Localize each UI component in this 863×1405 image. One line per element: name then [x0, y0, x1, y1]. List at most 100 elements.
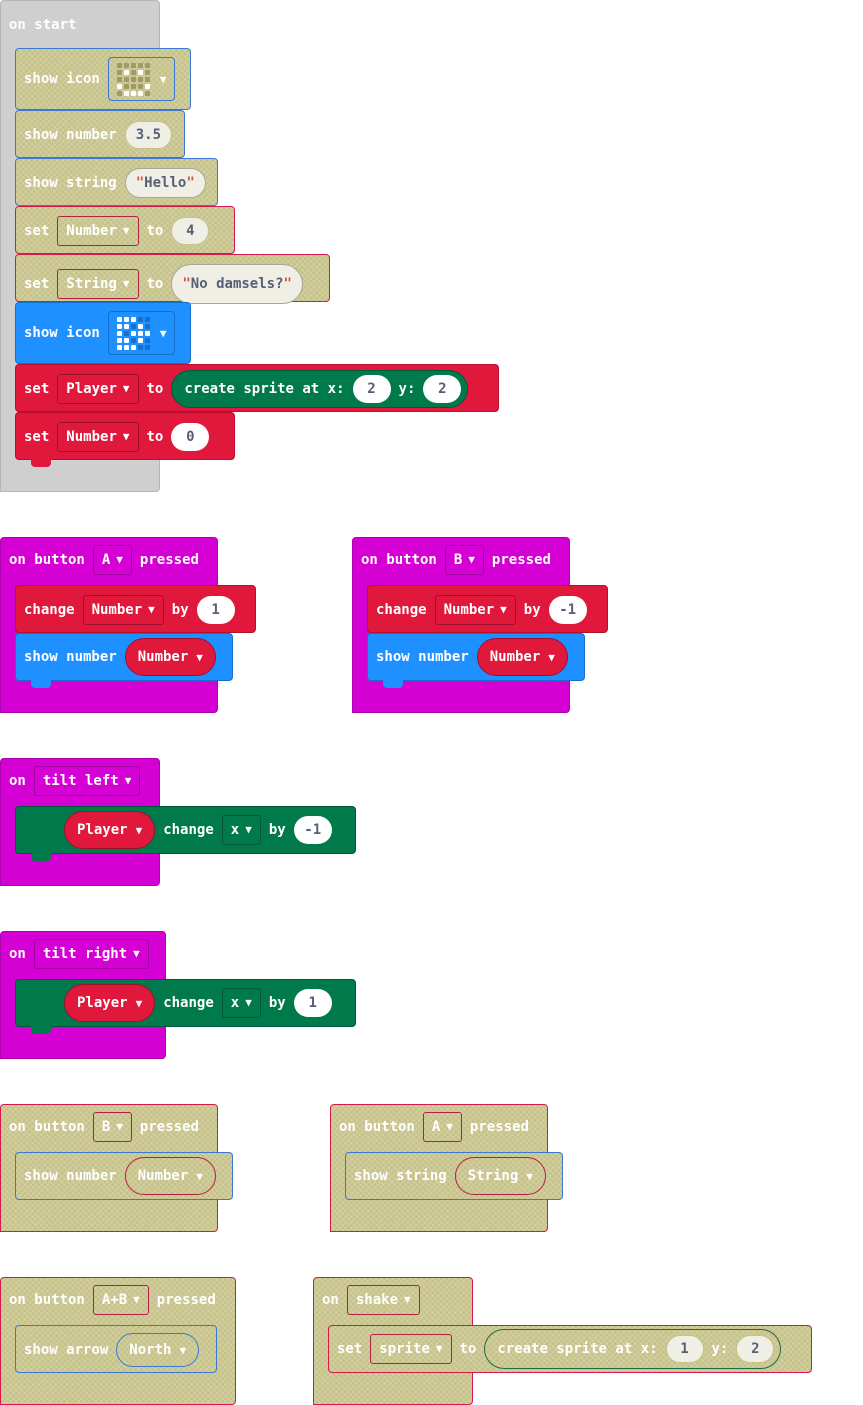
led-cell: [144, 337, 150, 343]
variable-reporter[interactable]: String▼: [454, 1157, 546, 1195]
on-label: on: [9, 773, 26, 789]
variable-reporter[interactable]: Player▼: [64, 984, 156, 1022]
change-label: change: [24, 602, 75, 618]
number-input[interactable]: -1: [548, 596, 587, 624]
string-input[interactable]: "No damsels?": [171, 264, 303, 304]
on-start-label: on start: [9, 17, 77, 33]
to-label: to: [146, 223, 164, 239]
change-number-block[interactable]: change Number▼ by 1: [15, 585, 256, 633]
pressed-label: pressed: [156, 1292, 216, 1308]
led-grid-icon: [116, 62, 150, 96]
create-sprite-reporter[interactable]: create sprite at x: 2 y: 2: [171, 370, 469, 408]
led-cell: [137, 83, 143, 89]
chevron-down-icon: ▼: [135, 823, 143, 837]
led-cell: [123, 344, 129, 350]
on-button-label: on button: [9, 1292, 85, 1308]
x-input[interactable]: 2: [352, 375, 391, 403]
property-dropdown[interactable]: x▼: [221, 988, 261, 1018]
show-string-block[interactable]: show string "Hello": [15, 158, 218, 206]
variable-dropdown[interactable]: Number▼: [57, 422, 139, 452]
block-connector: [31, 459, 51, 467]
led-cell: [144, 330, 150, 336]
set-string-block[interactable]: set String▼ to "No damsels?": [15, 254, 330, 304]
led-cell: [137, 90, 143, 96]
show-number-block[interactable]: show number Number▼: [15, 1152, 233, 1200]
number-input[interactable]: 1: [293, 989, 332, 1017]
show-number-label: show number: [24, 1168, 117, 1184]
icon-picker[interactable]: ▼: [107, 57, 176, 101]
chevron-down-icon: ▼: [135, 996, 143, 1010]
led-cell: [137, 76, 143, 82]
show-arrow-block[interactable]: show arrow North▼: [15, 1325, 217, 1373]
led-cell: [144, 344, 150, 350]
gesture-dropdown[interactable]: tilt right▼: [33, 939, 149, 969]
variable-dropdown[interactable]: Number▼: [434, 595, 516, 625]
led-cell: [116, 337, 122, 343]
variable-reporter[interactable]: Number▼: [124, 1157, 216, 1195]
chevron-down-icon: ▼: [548, 650, 555, 664]
number-input[interactable]: 0: [171, 423, 210, 451]
set-sprite-block[interactable]: set sprite▼ to create sprite at x: 1 y: …: [328, 1325, 812, 1373]
change-number-block[interactable]: change Number▼ by -1: [367, 585, 608, 633]
chevron-down-icon: ▼: [468, 553, 475, 566]
show-number-block[interactable]: show number Number▼: [367, 633, 585, 681]
show-string-label: show string: [354, 1168, 447, 1184]
variable-dropdown[interactable]: String▼: [57, 269, 139, 299]
x-input[interactable]: 1: [665, 1335, 704, 1363]
show-number-block[interactable]: show number Number▼: [15, 633, 233, 681]
by-label: by: [268, 822, 286, 838]
chevron-down-icon: ▼: [196, 650, 203, 664]
show-number-block[interactable]: show number 3.5: [15, 110, 185, 158]
change-sprite-block[interactable]: Player▼ change x▼ by -1: [15, 806, 356, 854]
on-button-label: on button: [339, 1119, 415, 1135]
number-input[interactable]: 3.5: [124, 121, 173, 149]
y-input[interactable]: 2: [423, 375, 462, 403]
variable-reporter[interactable]: Number▼: [476, 638, 568, 676]
led-cell: [144, 316, 150, 322]
direction-dropdown[interactable]: North▼: [116, 1333, 200, 1367]
create-sprite-reporter[interactable]: create sprite at x: 1 y: 2: [484, 1329, 782, 1369]
variable-dropdown[interactable]: sprite▼: [370, 1334, 452, 1364]
chevron-down-icon: ▼: [159, 326, 167, 340]
button-dropdown[interactable]: B▼: [92, 1112, 132, 1142]
show-icon-label: show icon: [24, 325, 100, 341]
led-cell: [137, 337, 143, 343]
variable-dropdown[interactable]: Number▼: [82, 595, 164, 625]
button-dropdown[interactable]: B▼: [444, 545, 484, 575]
change-sprite-block[interactable]: Player▼ change x▼ by 1: [15, 979, 356, 1027]
button-dropdown[interactable]: A▼: [422, 1112, 462, 1142]
chevron-down-icon: ▼: [116, 553, 123, 566]
led-cell: [116, 62, 122, 68]
show-string-block[interactable]: show string String▼: [345, 1152, 563, 1200]
icon-picker[interactable]: ▼: [107, 311, 176, 355]
to-label: to: [146, 429, 164, 445]
number-input[interactable]: 4: [171, 217, 210, 245]
variable-reporter[interactable]: Player▼: [64, 811, 156, 849]
led-cell: [130, 330, 136, 336]
show-icon-block[interactable]: show icon ▼: [15, 302, 191, 364]
variable-reporter[interactable]: Number▼: [124, 638, 216, 676]
button-dropdown[interactable]: A+B▼: [92, 1285, 149, 1315]
gesture-dropdown[interactable]: tilt left▼: [33, 766, 141, 796]
y-input[interactable]: 2: [736, 1335, 775, 1363]
led-cell: [130, 90, 136, 96]
show-icon-block[interactable]: show icon ▼: [15, 48, 191, 110]
variable-dropdown[interactable]: Player▼: [57, 374, 139, 404]
chevron-down-icon: ▼: [404, 1293, 411, 1306]
set-number-block[interactable]: set Number▼ to 4: [15, 206, 235, 254]
chevron-down-icon: ▼: [196, 1169, 203, 1183]
gesture-dropdown[interactable]: shake▼: [346, 1285, 420, 1315]
led-cell: [116, 90, 122, 96]
led-cell: [116, 316, 122, 322]
variable-dropdown[interactable]: Number▼: [57, 216, 139, 246]
led-cell: [116, 323, 122, 329]
string-input[interactable]: "Hello": [124, 168, 206, 198]
set-player-block[interactable]: set Player▼ to create sprite at x: 2 y: …: [15, 364, 499, 412]
change-label: change: [163, 995, 214, 1011]
button-dropdown[interactable]: A▼: [92, 545, 132, 575]
number-input[interactable]: 1: [196, 596, 235, 624]
property-dropdown[interactable]: x▼: [221, 815, 261, 845]
set-number-block[interactable]: set Number▼ to 0: [15, 412, 235, 460]
block-connector: [31, 1026, 51, 1034]
number-input[interactable]: -1: [293, 816, 332, 844]
